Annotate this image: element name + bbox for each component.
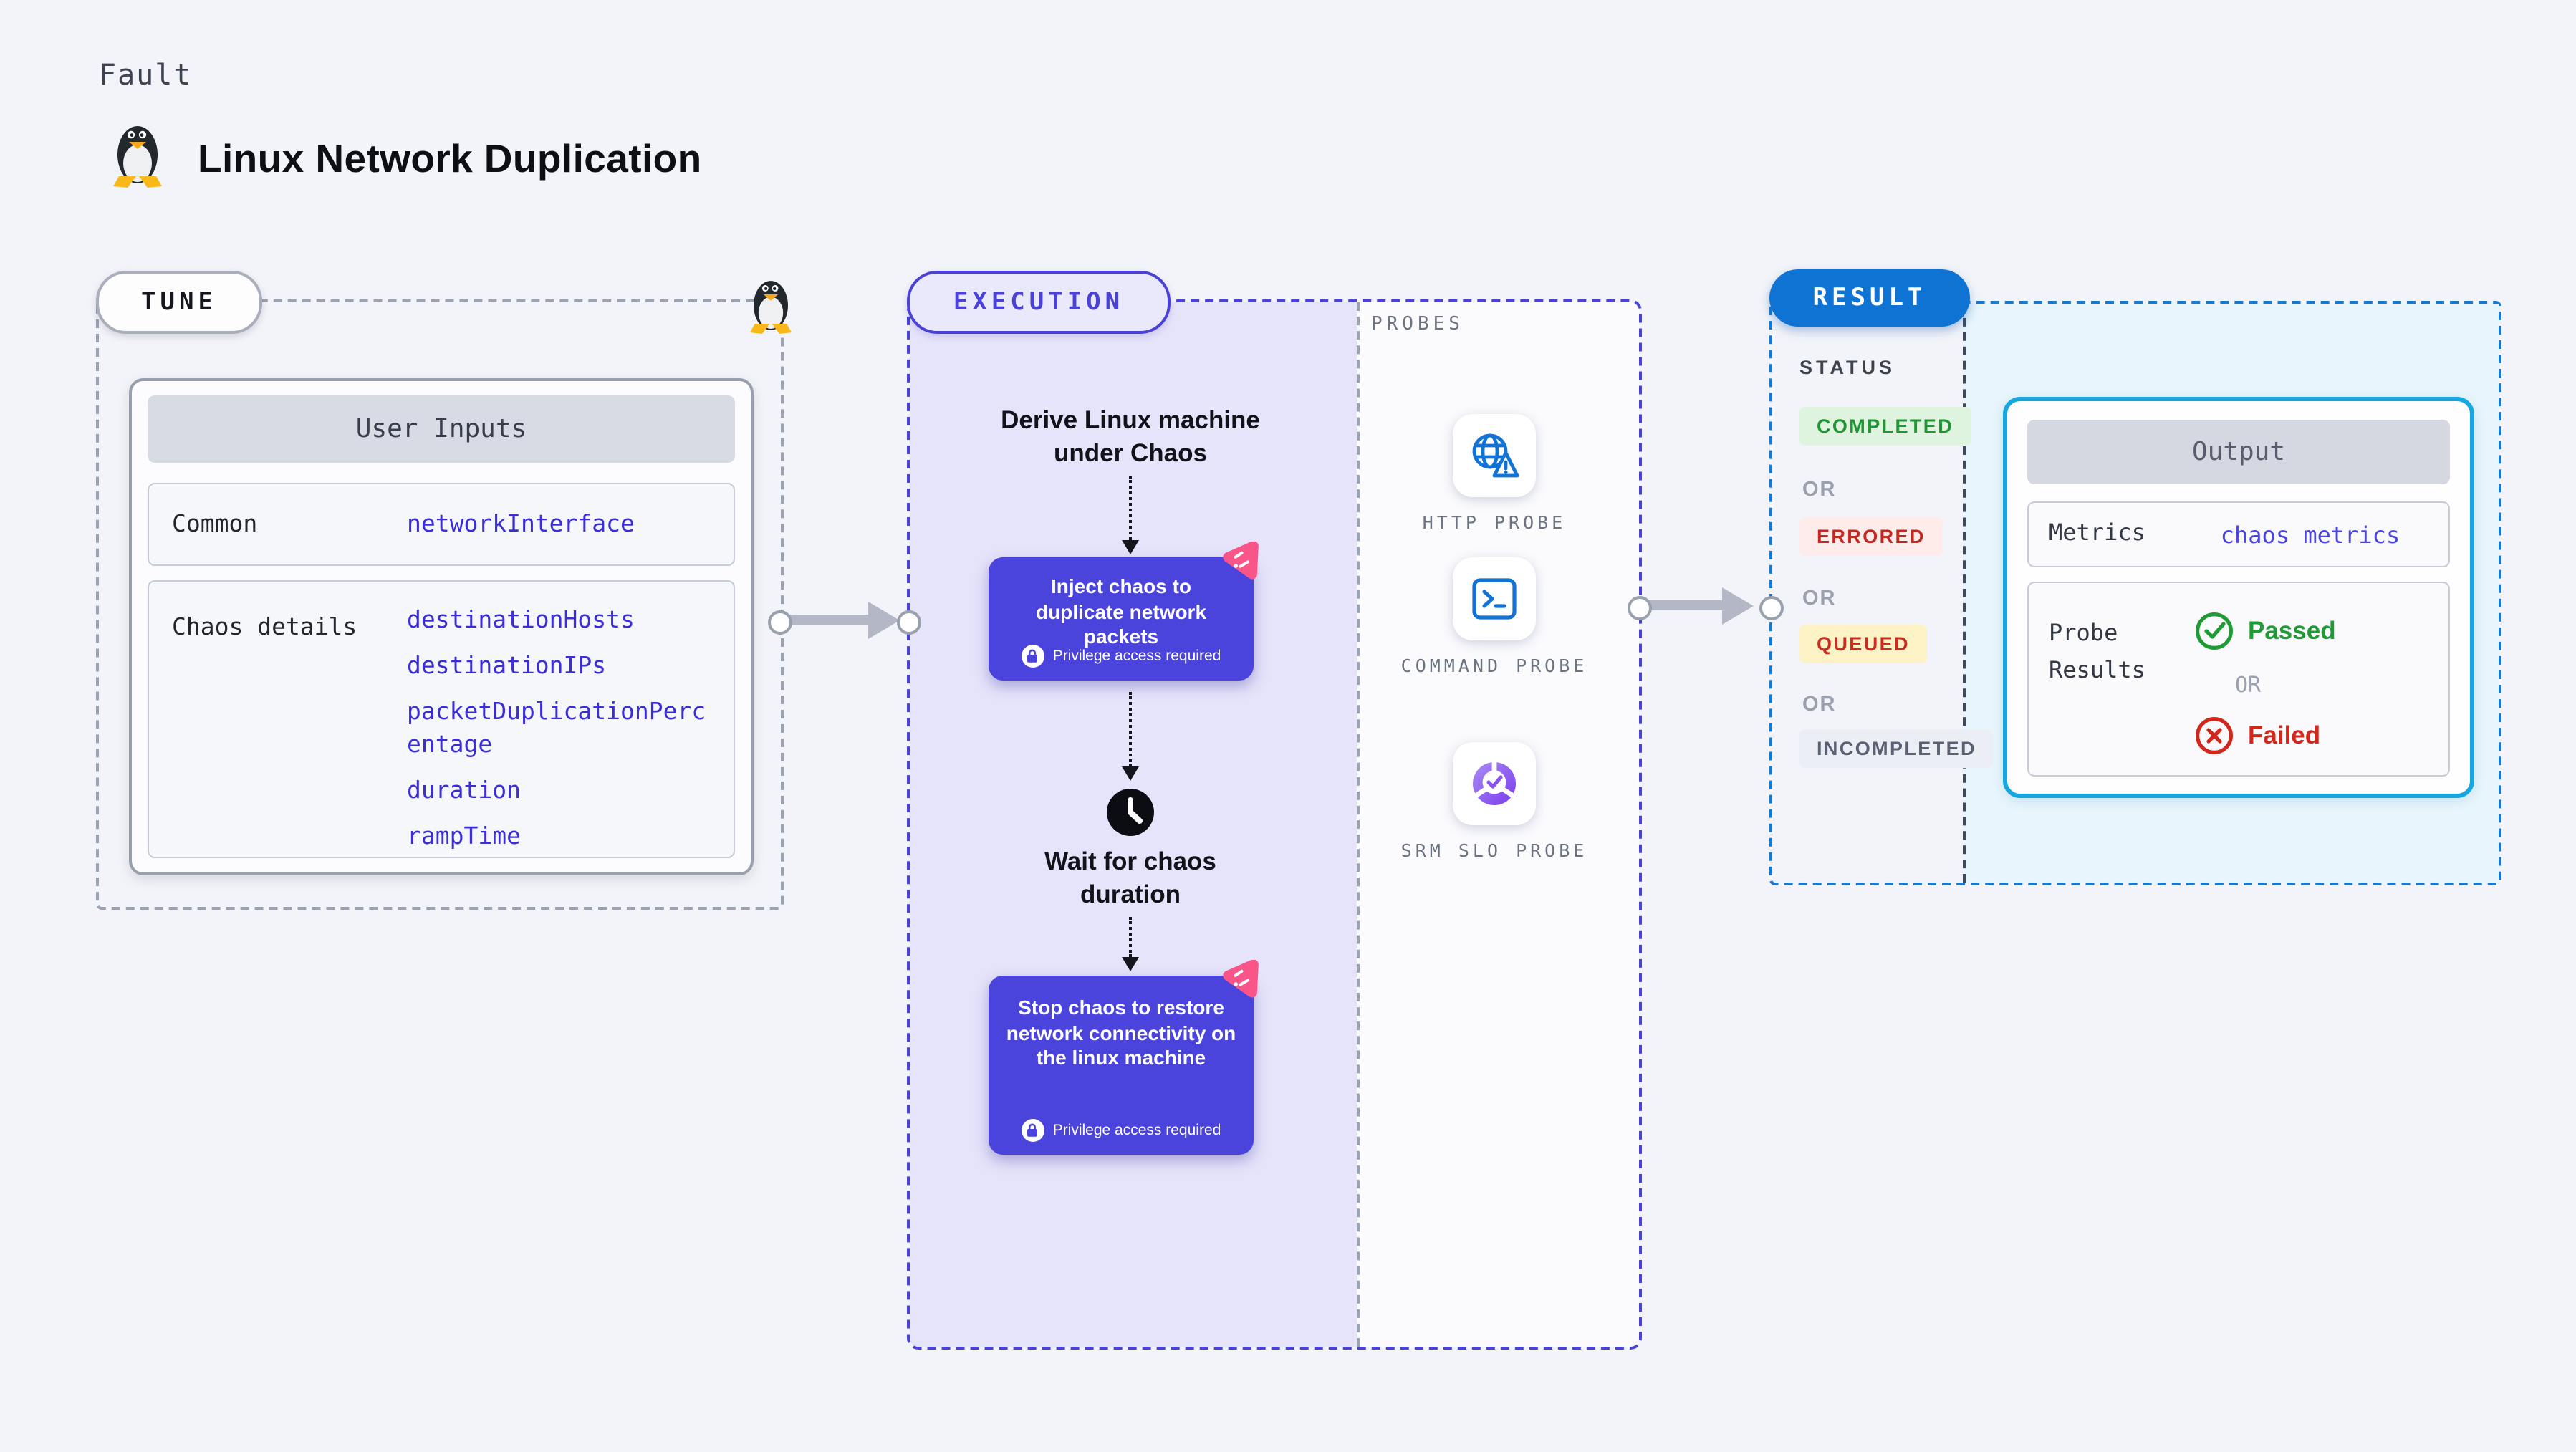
failed-result: Failed	[2195, 716, 2320, 755]
flow-connector	[1129, 476, 1132, 540]
tune-badge: TUNE	[96, 271, 262, 334]
page-title: Linux Network Duplication	[198, 136, 702, 181]
inject-chaos-label: Inject chaos to duplicate network packet…	[1035, 574, 1207, 648]
command-probe-card	[1453, 557, 1536, 640]
x-circle-icon	[2196, 717, 2233, 754]
command-probe-label: COMMAND PROBE	[1400, 655, 1588, 676]
lock-icon	[1021, 1119, 1044, 1142]
metrics-value-link[interactable]: chaos metrics	[2220, 521, 2400, 548]
status-separator	[1963, 304, 1966, 883]
flow-connector-arrowhead	[1122, 540, 1139, 554]
http-probe-card	[1453, 414, 1536, 497]
execution-input-port	[897, 610, 921, 635]
probes-title: PROBES	[1371, 314, 1464, 335]
privilege-note: Privilege access required	[1052, 1122, 1221, 1139]
chaos-value-link[interactable]: duration	[407, 777, 521, 804]
result-badge: RESULT	[1769, 269, 1970, 327]
http-probe-label: HTTP PROBE	[1422, 511, 1567, 533]
execution-to-result-arrow	[1645, 600, 1726, 610]
or-label: OR	[1802, 587, 1837, 610]
chaos-experiment-icon	[1223, 960, 1259, 998]
status-title: STATUS	[1799, 357, 1895, 378]
slo-donut-icon	[1473, 761, 1516, 805]
failed-label: Failed	[2248, 721, 2321, 749]
user-inputs-table: User Inputs Common networkInterface Chao…	[129, 378, 754, 875]
status-badge-queued: QUEUED	[1799, 625, 1927, 663]
chaos-value-link[interactable]: packetDuplicationPercentage	[407, 698, 706, 758]
privilege-note: Privilege access required	[1052, 648, 1221, 665]
chaos-details-row: Chaos details destinationHosts destinati…	[148, 580, 735, 858]
tux-penguin-small-icon	[749, 281, 792, 334]
output-header: Output	[2027, 420, 2450, 484]
or-label: OR	[2235, 672, 2262, 698]
probes-separator	[1357, 302, 1360, 1347]
passed-result: Passed	[2195, 612, 2336, 650]
wait-step-label: Wait for chaos duration	[1044, 847, 1216, 908]
flow-connector	[1129, 692, 1132, 766]
status-badge-incompleted: INCOMPLETED	[1799, 729, 1994, 768]
or-label: OR	[1802, 479, 1837, 501]
chaos-experiment-icon	[1223, 542, 1259, 580]
status-badge-errored: ERRORED	[1799, 517, 1943, 556]
tune-to-execution-arrow	[787, 615, 873, 625]
globe-alert-icon	[1472, 433, 1519, 478]
common-row: Common networkInterface	[148, 483, 735, 566]
chaos-value-link[interactable]: destinationHosts	[407, 606, 635, 633]
output-table: Output Metrics chaos metrics Probe Resul…	[2003, 397, 2474, 798]
execution-to-result-arrowhead	[1722, 587, 1754, 625]
derive-step-label: Derive Linux machine under Chaos	[1001, 405, 1260, 467]
check-circle-icon	[2196, 612, 2233, 650]
or-label: OR	[1802, 693, 1837, 716]
metrics-row: Metrics chaos metrics	[2027, 501, 2450, 567]
flow-connector	[1129, 917, 1132, 957]
terminal-icon	[1472, 578, 1517, 620]
srm-slo-probe-card	[1453, 742, 1536, 825]
user-inputs-header: User Inputs	[148, 395, 735, 463]
execution-badge: EXECUTION	[907, 271, 1171, 334]
chaos-value-link[interactable]: rampTime	[407, 822, 521, 850]
result-input-port	[1759, 596, 1784, 620]
stop-chaos-node: Stop chaos to restore network connectivi…	[989, 976, 1254, 1155]
clock-icon	[1107, 789, 1154, 836]
privilege-row: Privilege access required	[989, 645, 1254, 668]
probe-results-row: Probe Results Passed OR Failed	[2027, 582, 2450, 777]
chaos-details-label: Chaos details	[172, 613, 357, 640]
inject-chaos-node: Inject chaos to duplicate network packet…	[989, 557, 1254, 681]
chaos-value-link[interactable]: destinationIPs	[407, 652, 607, 679]
tune-to-execution-arrowhead	[868, 602, 900, 639]
probe-results-label: Probe Results	[2049, 619, 2145, 683]
common-value-link[interactable]: networkInterface	[407, 510, 635, 537]
tune-section	[96, 299, 784, 910]
execution-output-port	[1628, 596, 1652, 620]
metrics-label: Metrics	[2049, 519, 2145, 546]
tux-penguin-icon	[113, 126, 162, 188]
stop-chaos-label: Stop chaos to restore network connectivi…	[1006, 996, 1236, 1069]
passed-label: Passed	[2248, 616, 2336, 645]
fault-kicker: Fault	[99, 57, 193, 92]
tune-output-port	[768, 610, 792, 635]
privilege-row: Privilege access required	[989, 1119, 1254, 1142]
status-badge-completed: COMPLETED	[1799, 407, 1971, 446]
common-label: Common	[172, 510, 258, 537]
srm-slo-probe-label: SRM SLO PROBE	[1400, 840, 1588, 861]
chaos-details-values: destinationHosts destinationIPs packetDu…	[407, 603, 719, 865]
lock-icon	[1021, 645, 1044, 668]
flow-connector-arrowhead	[1122, 766, 1139, 781]
flow-connector-arrowhead	[1122, 957, 1139, 971]
